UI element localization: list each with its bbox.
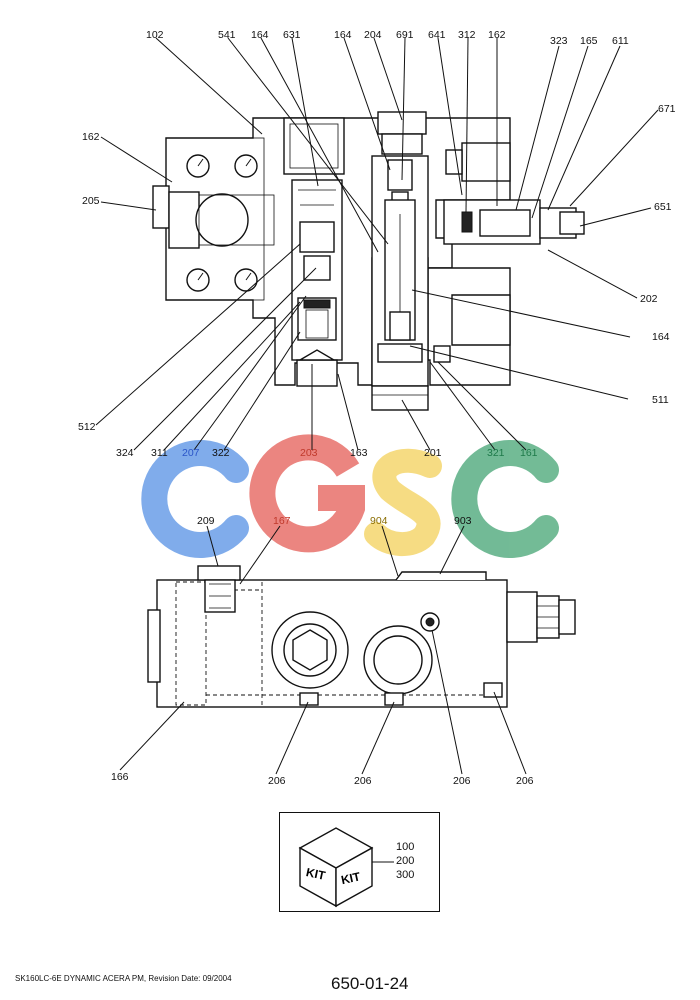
part-label: 167 <box>273 515 291 527</box>
part-label: 206 <box>354 775 372 787</box>
port-plug-205 <box>152 185 170 229</box>
kit-word-left: KIT <box>305 865 327 883</box>
top-leader-lines <box>95 37 659 451</box>
part-label: 512 <box>78 421 96 433</box>
part-label: 161 <box>520 447 538 459</box>
part-label: 311 <box>151 447 168 459</box>
part-label: 202 <box>640 293 658 305</box>
part-label: 651 <box>654 201 672 213</box>
part-label: 207 <box>182 447 200 459</box>
kit-numbers: 100 200 300 <box>396 840 414 882</box>
kit-number: 200 <box>396 855 415 867</box>
watermark-letter-c1 <box>141 440 249 558</box>
plug-209 <box>197 565 241 581</box>
kit-word-right: KIT <box>340 869 362 887</box>
part-label: 322 <box>212 447 230 459</box>
part-label: 324 <box>116 447 134 459</box>
part-label: 209 <box>197 515 215 527</box>
part-label: 904 <box>370 515 388 527</box>
part-label: 541 <box>218 29 236 41</box>
part-label: 162 <box>488 29 506 41</box>
part-label: 164 <box>251 29 269 41</box>
kit-box <box>279 812 440 912</box>
cgsc-watermark <box>141 434 559 558</box>
part-label: 611 <box>612 35 629 47</box>
bottom-labels: 209 167 904 903 166 206 206 206 206 <box>111 515 534 787</box>
plug-203 <box>296 359 338 387</box>
watermark-letter-s <box>364 448 442 556</box>
part-label: 201 <box>424 447 442 459</box>
watermark-letter-g <box>249 434 365 553</box>
part-label: 641 <box>428 29 446 41</box>
part-label: 206 <box>453 775 471 787</box>
port-691 <box>461 142 511 182</box>
part-label: 511 <box>652 394 669 406</box>
kit-number: 100 <box>396 841 415 853</box>
part-label: 164 <box>334 29 352 41</box>
bottom-leader-lines <box>119 525 527 775</box>
watermark-letter-c2 <box>451 440 559 558</box>
part-label: 691 <box>396 29 414 41</box>
page-code: 650-01-24 <box>331 974 409 993</box>
top-valve-section <box>152 111 585 411</box>
side-adjuster <box>506 591 538 643</box>
kit-cube-icon: KIT KIT <box>298 827 394 908</box>
top-labels: 102 541 164 631 164 204 691 641 312 162 … <box>78 29 676 459</box>
bottom-valve-side <box>147 565 576 708</box>
plug-201 <box>371 385 429 411</box>
part-label: 164 <box>652 331 670 343</box>
part-label: 102 <box>146 29 164 41</box>
part-label: 312 <box>458 29 476 41</box>
part-label: 903 <box>454 515 472 527</box>
part-label: 163 <box>350 447 368 459</box>
part-label: 323 <box>550 35 568 47</box>
kit-number: 300 <box>396 869 415 881</box>
part-label: 166 <box>111 771 129 783</box>
part-label: 165 <box>580 35 598 47</box>
model-revision-text: SK160LC-6E DYNAMIC ACERA PM, Revision Da… <box>15 974 232 983</box>
cap-204 <box>377 111 427 135</box>
part-label: 204 <box>364 29 382 41</box>
part-label: 162 <box>82 131 100 143</box>
part-label: 206 <box>268 775 286 787</box>
part-label: 206 <box>516 775 534 787</box>
part-label: 671 <box>658 103 676 115</box>
part-label: 205 <box>82 195 100 207</box>
part-label: 321 <box>487 447 505 459</box>
part-label: 631 <box>283 29 301 41</box>
part-label: 203 <box>300 447 318 459</box>
